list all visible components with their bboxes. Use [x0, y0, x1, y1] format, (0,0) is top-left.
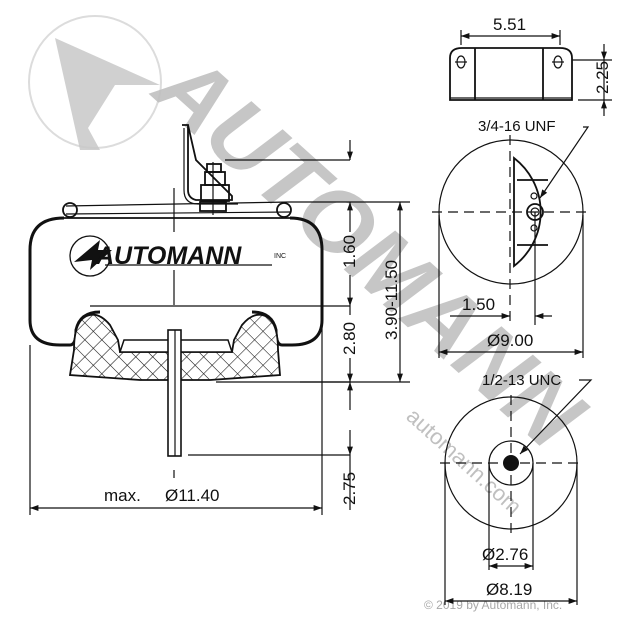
- logo-arrow-icon: [74, 240, 112, 270]
- watermark: AUTOMANN automann.com © 2019 by Automann…: [28, 15, 604, 612]
- dim-inner-diameter: Ø2.76: [482, 545, 528, 564]
- dim-bracket-width: 5.51: [493, 15, 526, 34]
- top-view: 3/4-16 UNF 1.50 Ø9.00: [432, 118, 590, 358]
- dim-top-diameter: Ø9.00: [487, 331, 533, 350]
- automann-logo: AUTOMANN INC: [69, 235, 286, 277]
- dim-max-prefix: max.: [104, 486, 141, 505]
- piston: [68, 313, 281, 381]
- logo-circle-icon: [69, 235, 111, 277]
- dim-max-diameter: Ø11.40: [165, 486, 220, 505]
- logo-text: AUTOMANN: [95, 242, 242, 270]
- dim-outer-diameter: Ø8.19: [486, 580, 532, 599]
- dim-top-height: 1.60: [340, 235, 359, 268]
- dim-mid-height: 2.80: [340, 322, 359, 355]
- logo-suffix: INC: [274, 253, 286, 260]
- side-view: AUTOMANN INC 1.60 2.80 2.75 3.90-11.50: [28, 124, 410, 515]
- label-bottom-thread: 1/2-13 UNC: [482, 372, 561, 389]
- watermark-logo-arrow-icon: [55, 38, 160, 150]
- dim-offset: 1.50: [462, 295, 495, 314]
- dim-range: 3.90-11.50: [382, 260, 401, 340]
- dim-stud-length: 2.75: [340, 472, 359, 505]
- bottom-view: 1/2-13 UNC Ø2.76 Ø8.19: [440, 372, 593, 605]
- bracket-view: 5.51 2.25: [449, 15, 612, 116]
- label-top-thread: 3/4-16 UNF: [478, 118, 556, 135]
- dim-bracket-height: 2.25: [593, 61, 612, 94]
